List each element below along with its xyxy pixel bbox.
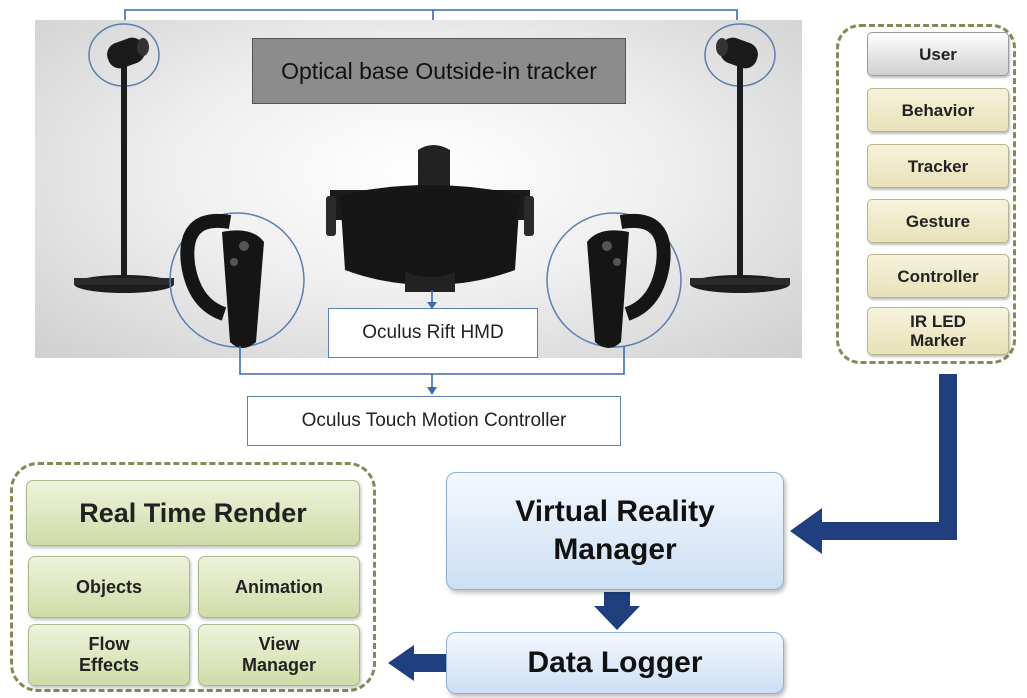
- tracker-box: Tracker: [867, 144, 1009, 188]
- data-logger-box: Data Logger: [446, 632, 784, 694]
- headset-icon: [326, 145, 534, 292]
- hmd-label: Oculus Rift HMD: [328, 308, 538, 358]
- user-panel: [836, 24, 1016, 364]
- controller-box: Controller: [867, 254, 1009, 298]
- view-manager-box: View Manager: [198, 624, 360, 686]
- user-box: User: [867, 32, 1009, 76]
- vr-manager-box: Virtual Reality Manager: [446, 472, 784, 590]
- left-controller-icon: [169, 212, 305, 348]
- behavior-box: Behavior: [867, 88, 1009, 132]
- left-sensor-icon: [74, 23, 174, 293]
- render-panel: [10, 462, 376, 692]
- flow-effects-box: Flow Effects: [28, 624, 190, 686]
- right-sensor-icon: [690, 23, 790, 293]
- objects-box: Objects: [28, 556, 190, 618]
- right-controller-icon: [546, 212, 682, 348]
- real-time-render-box: Real Time Render: [26, 480, 360, 546]
- ir-led-marker-box: IR LED Marker: [867, 307, 1009, 355]
- touch-controller-label: Oculus Touch Motion Controller: [247, 396, 621, 446]
- gesture-box: Gesture: [867, 199, 1009, 243]
- animation-box: Animation: [198, 556, 360, 618]
- tracker-label: Optical base Outside-in tracker: [252, 38, 626, 104]
- flow-arrows: [388, 374, 957, 681]
